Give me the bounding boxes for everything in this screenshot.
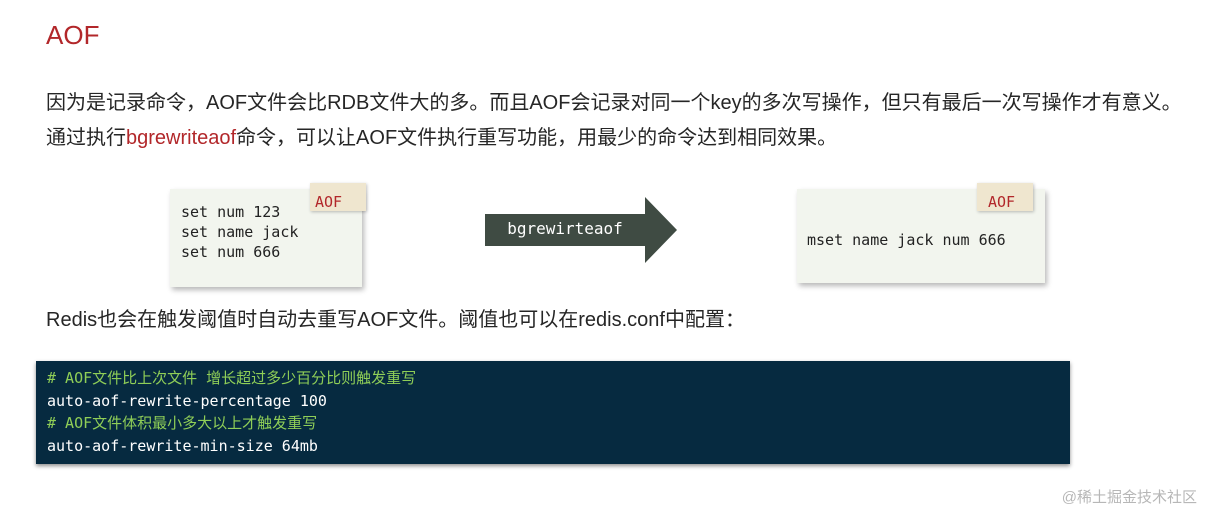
intro-text-end: 命令，可以让AOF文件执行重写功能，用最少的命令达到相同效果。 — [236, 127, 838, 149]
aof-tag-note — [977, 183, 1033, 211]
config-comment: # AOF文件比上次文件 增长超过多少百分比则触发重写 — [47, 369, 417, 387]
command-line: set num 123 — [181, 203, 281, 221]
rewrite-arrow-label: bgrewirteaof — [507, 219, 623, 238]
aof-after-card: AOF mset name jack num 666 — [797, 183, 1045, 283]
intro-text-start: 因为是记录命令，AOF文件会比RDB文件大的多。而且AOF会记录对同一个key的… — [46, 92, 1182, 149]
config-code-block: # AOF文件比上次文件 增长超过多少百分比则触发重写 auto-aof-rew… — [36, 361, 1070, 464]
page-title: AOF — [46, 20, 100, 50]
aof-tag-label: AOF — [988, 193, 1016, 211]
intro-paragraph: 因为是记录命令，AOF文件会比RDB文件大的多。而且AOF会记录对同一个key的… — [46, 86, 1186, 156]
aof-before-card: AOF set num 123 set name jack set num 66… — [170, 183, 366, 287]
bgrewriteaof-command: bgrewriteaof — [126, 127, 237, 149]
config-line: auto-aof-rewrite-min-size 64mb — [47, 436, 318, 455]
command-line: mset name jack num 666 — [807, 231, 1006, 249]
config-comment: # AOF文件体积最小多大以上才触发重写 — [47, 414, 318, 432]
threshold-paragraph: Redis也会在触发阈值时自动去重写AOF文件。阈值也可以在redis.conf… — [46, 309, 745, 331]
aof-tag-note — [310, 183, 366, 211]
command-line: set num 666 — [181, 243, 281, 261]
command-line: set name jack — [181, 223, 299, 241]
config-line: auto-aof-rewrite-percentage 100 — [47, 391, 327, 410]
watermark: @稀土掘金技术社区 — [1061, 489, 1197, 506]
aof-tag-label: AOF — [315, 193, 343, 211]
rewrite-arrow-icon — [485, 197, 677, 263]
aof-after-commands: mset name jack num 666 — [807, 230, 1006, 250]
aof-before-commands: set num 123 set name jack set num 666 — [181, 202, 298, 262]
